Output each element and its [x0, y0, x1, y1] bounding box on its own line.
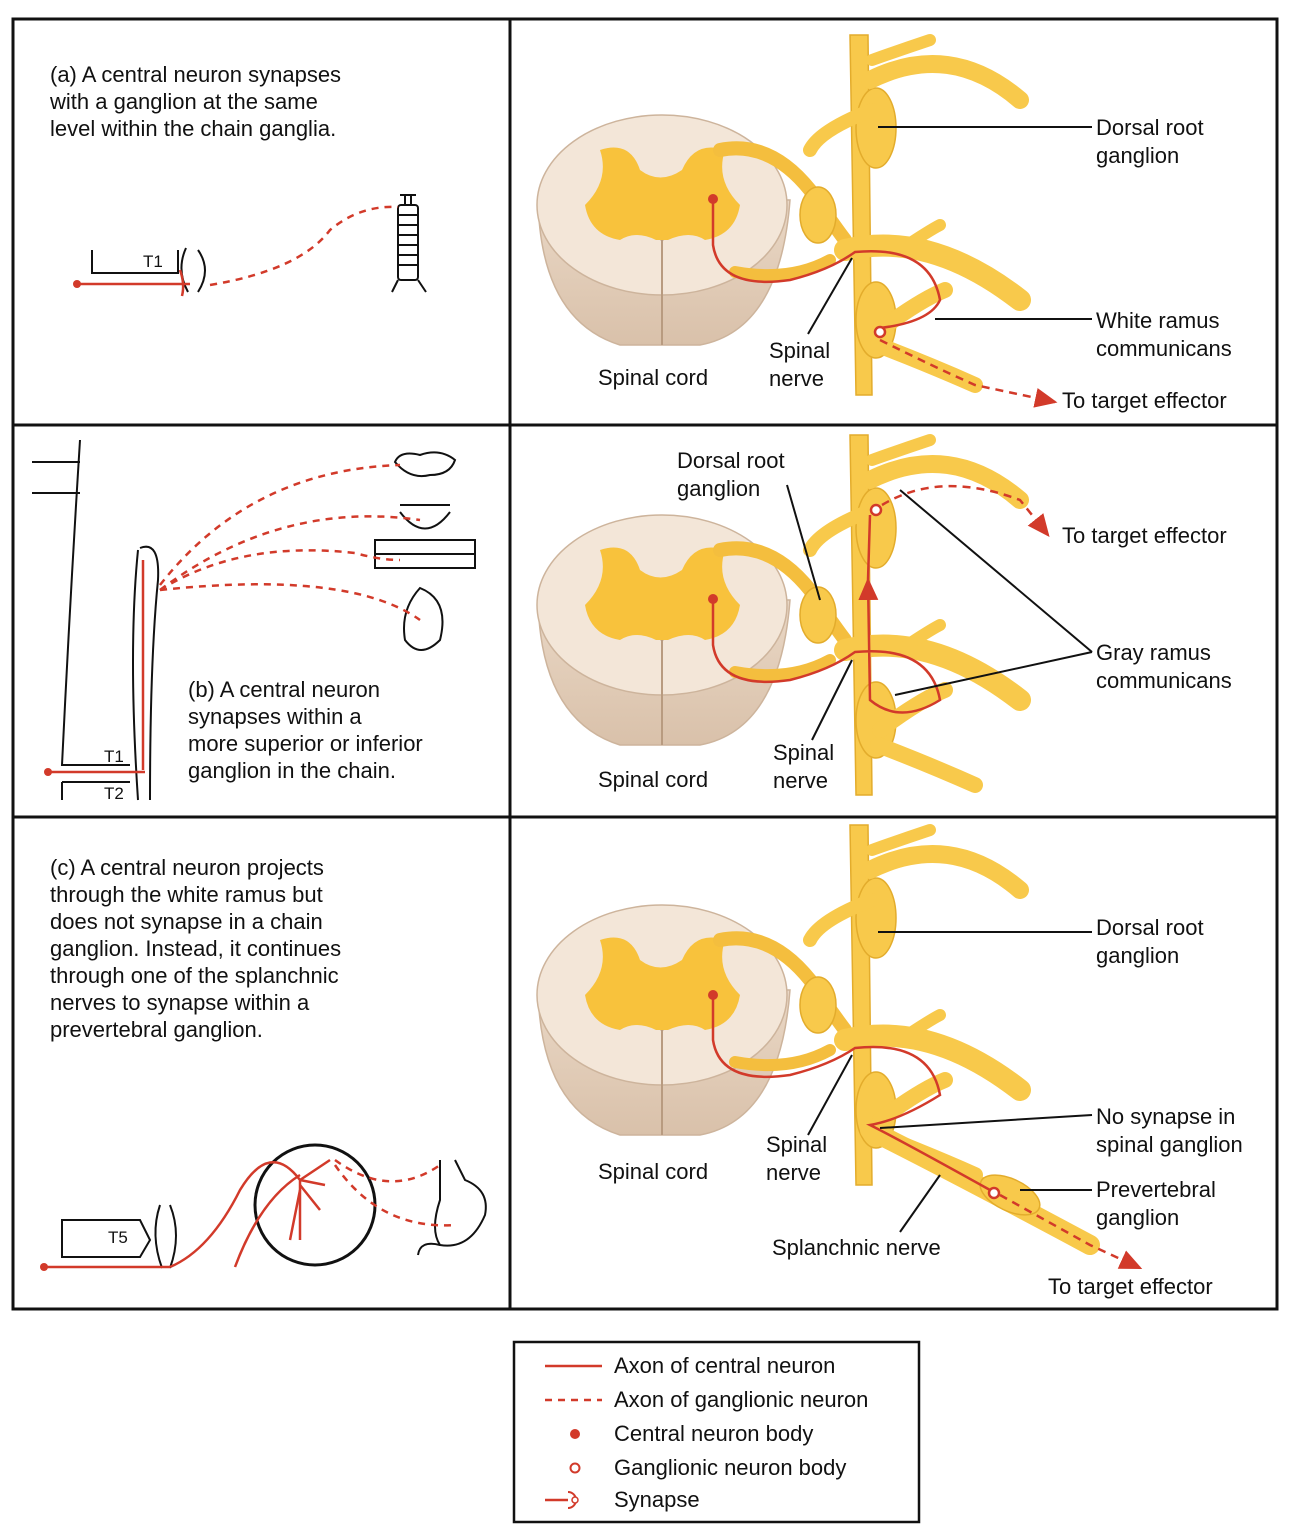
legend-box — [512, 1340, 921, 1524]
panel-a-spinal-cord-label: Spinal cord — [598, 365, 709, 390]
panel-a-pointer-lines — [807, 126, 1092, 335]
panel-b-gray-ramus-label: Gray ramus communicans — [1096, 640, 1232, 693]
panel-c-pointer-lines — [807, 931, 1093, 1233]
spinal-cord-illustration-a — [536, 34, 1031, 396]
schematic-a — [91, 194, 427, 293]
panel-a-target-label: To target effector — [1062, 388, 1227, 413]
panel-c-spinal-nerve-label: Spinal nerve — [766, 1132, 828, 1185]
panel-b-level-label-1: T1 — [104, 747, 124, 766]
panel-a-spinal-nerve-label: Spinal nerve — [769, 338, 831, 391]
panel-a-white-ramus-label: White ramus communicans — [1096, 308, 1232, 361]
legend-label-synapse: Synapse — [614, 1487, 700, 1512]
legend-label-ganglionic-axon: Axon of ganglionic neuron — [614, 1387, 869, 1412]
legend-label-ganglionic-body: Ganglionic neuron body — [614, 1455, 847, 1480]
schematic-b — [32, 439, 476, 801]
panel-a-caption: (a) A central neuron synapses with a gan… — [50, 62, 342, 141]
panel-b-target-label: To target effector — [1062, 523, 1227, 548]
panel-c-target-label: To target effector — [1048, 1274, 1213, 1299]
panel-a-drg-label: Dorsal root ganglion — [1096, 115, 1204, 168]
panel-c-splanchnic-label: Splanchnic nerve — [772, 1235, 941, 1260]
panel-c-no-synapse-label: No synapse in spinal ganglion — [1096, 1104, 1243, 1157]
panel-frames — [11, 17, 1279, 1311]
panel-b-pointer-lines — [786, 484, 1093, 741]
panel-c-drg-label: Dorsal root ganglion — [1096, 915, 1204, 968]
panel-a-neuron-path — [708, 194, 1058, 408]
panel-b-spinal-cord-label: Spinal cord — [598, 767, 709, 792]
panel-b-neuron-path — [708, 484, 1050, 714]
panel-b-drg-label: Dorsal root ganglion — [677, 448, 785, 501]
panel-c-caption: (c) A central neuron projects through th… — [50, 855, 342, 1042]
schematic-b-neuron — [44, 463, 421, 776]
panel-c-level-label: T5 — [108, 1228, 128, 1247]
panel-c-prevertebral-label: Prevertebral ganglion — [1096, 1177, 1216, 1230]
panel-a-level-label: T1 — [143, 252, 163, 271]
legend-label-central-body: Central neuron body — [614, 1421, 814, 1446]
schematic-c-neuron — [40, 1158, 456, 1271]
panel-c-neuron-path — [708, 990, 1143, 1270]
panel-b-spinal-nerve-label: Spinal nerve — [773, 740, 835, 793]
panel-c-spinal-cord-label: Spinal cord — [598, 1159, 709, 1184]
legend-label-central-axon: Axon of central neuron — [614, 1353, 836, 1378]
schematic-a-neuron — [73, 205, 399, 297]
panel-b-caption: (b) A central neuron synapses within a m… — [188, 677, 423, 783]
panel-b-level-label-2: T2 — [104, 784, 124, 803]
